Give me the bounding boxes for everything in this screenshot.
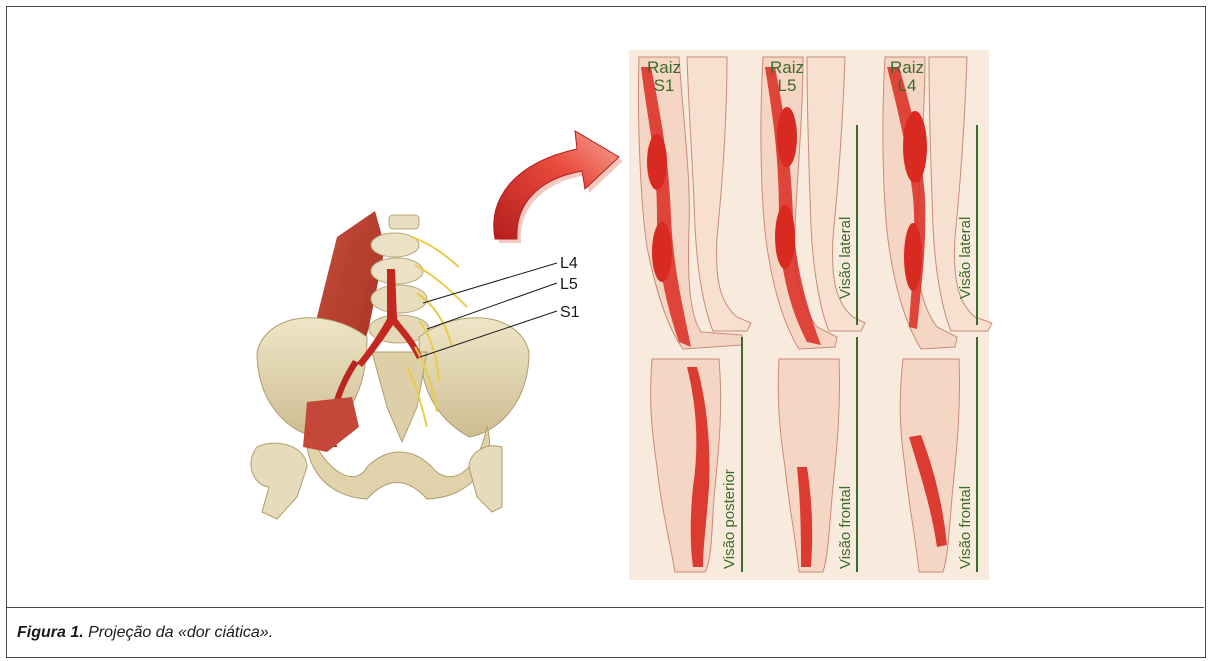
vertebra-label-s1: S1 bbox=[560, 304, 580, 321]
figure-caption: Figura 1. Projeção da «dor ciática». bbox=[17, 624, 273, 642]
panel-l4-lower-view: Visão frontal bbox=[957, 486, 974, 569]
panel-l5-root-code: L5 bbox=[778, 76, 797, 95]
figure-frame: L4 L5 S1 bbox=[6, 6, 1206, 658]
caption-divider bbox=[7, 607, 1204, 608]
panel-s1-lower-view: Visão posterior bbox=[721, 469, 738, 569]
sciatica-illustration: L4 L5 S1 bbox=[7, 7, 1204, 607]
panel-s1-root-code: S1 bbox=[654, 76, 675, 95]
panel-l4-root-word: Raiz bbox=[890, 58, 924, 77]
leg-panels: Visão posterior Raiz S1 Visão lateral bbox=[629, 50, 992, 580]
panel-s1-root-word: Raiz bbox=[647, 58, 681, 77]
figure-illustration: L4 L5 S1 bbox=[7, 7, 1204, 607]
curved-arrow-icon bbox=[494, 131, 623, 243]
vertebra-label-l4: L4 bbox=[560, 255, 578, 272]
panel-l5-lower-view: Visão frontal bbox=[837, 486, 854, 569]
pelvis-illustration bbox=[251, 211, 529, 519]
vertebra-label-l5: L5 bbox=[560, 276, 578, 293]
caption-label: Figura 1. bbox=[17, 624, 84, 641]
panel-l5-upper-view: Visão lateral bbox=[837, 217, 854, 299]
caption-text: Projeção da «dor ciática». bbox=[84, 624, 273, 641]
panel-l4-root-code: L4 bbox=[898, 76, 917, 95]
panel-l4-upper-view: Visão lateral bbox=[957, 217, 974, 299]
panel-l5-root-word: Raiz bbox=[770, 58, 804, 77]
